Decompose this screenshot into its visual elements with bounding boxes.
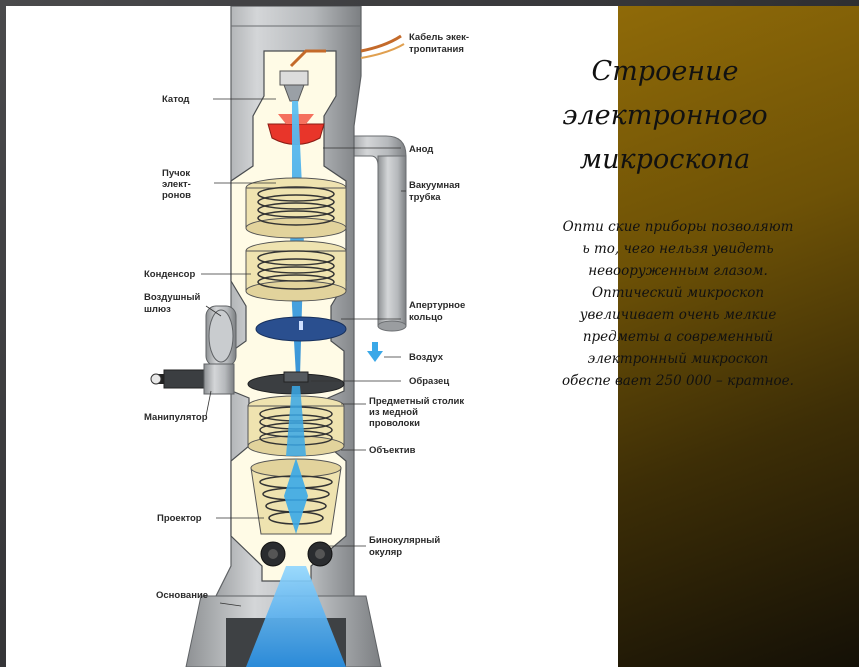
electron-microscope-diagram: Кабель экек- тропитания Катод Анод Пучок… — [6, 6, 618, 667]
label-beam-1: Пучок — [162, 168, 190, 179]
manipulator — [151, 364, 234, 394]
aperture-ring — [256, 317, 346, 341]
label-airlock-2: шлюз — [144, 304, 171, 315]
label-stage-1: Предметный столик — [369, 396, 464, 407]
body-line-5: увеличивает очень мелкие — [528, 304, 828, 326]
slide-title-line-1: Строение — [540, 50, 790, 94]
body-line-4: Оптический микроскоп — [528, 282, 828, 304]
label-projector: Проектор — [157, 513, 202, 524]
label-eyepiece-2: окуляр — [369, 547, 402, 558]
label-vacuum-2: трубка — [409, 192, 441, 203]
slide-title-line-2: электронного — [540, 94, 790, 138]
label-air: Воздух — [409, 352, 444, 363]
body-line-3: невооруженным глазом. — [528, 260, 828, 282]
label-base: Основание — [156, 590, 208, 601]
label-eyepiece-1: Бинокулярный — [369, 535, 440, 546]
body-line-2: ь то, чего нельзя увидеть — [528, 238, 828, 260]
vacuum-tube — [346, 136, 406, 331]
label-condenser: Конденсор — [144, 269, 195, 280]
label-sample: Образец — [409, 376, 449, 387]
projector-lens — [251, 458, 341, 534]
label-vacuum-1: Вакуумная — [409, 180, 460, 191]
label-cathode: Катод — [162, 94, 189, 105]
condenser-lens-lower — [246, 241, 346, 301]
label-manipulator: Манипулятор — [144, 412, 208, 423]
body-line-7: электронный микроскоп — [528, 348, 828, 370]
label-cable-2: тропитания — [409, 44, 464, 55]
body-line-6: предметы а современный — [528, 326, 828, 348]
label-airlock-1: Воздушный — [144, 292, 200, 303]
slide-title: Строение электронного микроскопа — [540, 50, 790, 182]
label-anode: Анод — [409, 144, 433, 155]
air-arrow-icon — [367, 342, 383, 362]
condenser-lens-upper — [246, 178, 346, 238]
slide-body-text: Опти ские приборы позволяют ь то, чего н… — [528, 216, 828, 392]
label-stage-2: из медной — [369, 407, 418, 418]
slide-title-line-3: микроскопа — [540, 138, 790, 182]
label-beam-3: ронов — [162, 190, 191, 201]
body-line-8: обеспе вает 250 000 – кратное. — [528, 370, 828, 392]
label-aperture-2: кольцо — [409, 312, 443, 323]
airlock — [206, 306, 236, 366]
label-cable: Кабель экек- — [409, 32, 469, 43]
label-objective: Объектив — [369, 445, 416, 456]
body-line-1: Опти ские приборы позволяют — [528, 216, 828, 238]
label-beam-2: элект- — [162, 179, 191, 190]
label-aperture-1: Апертурное — [409, 300, 465, 311]
label-stage-3: проволоки — [369, 418, 420, 429]
